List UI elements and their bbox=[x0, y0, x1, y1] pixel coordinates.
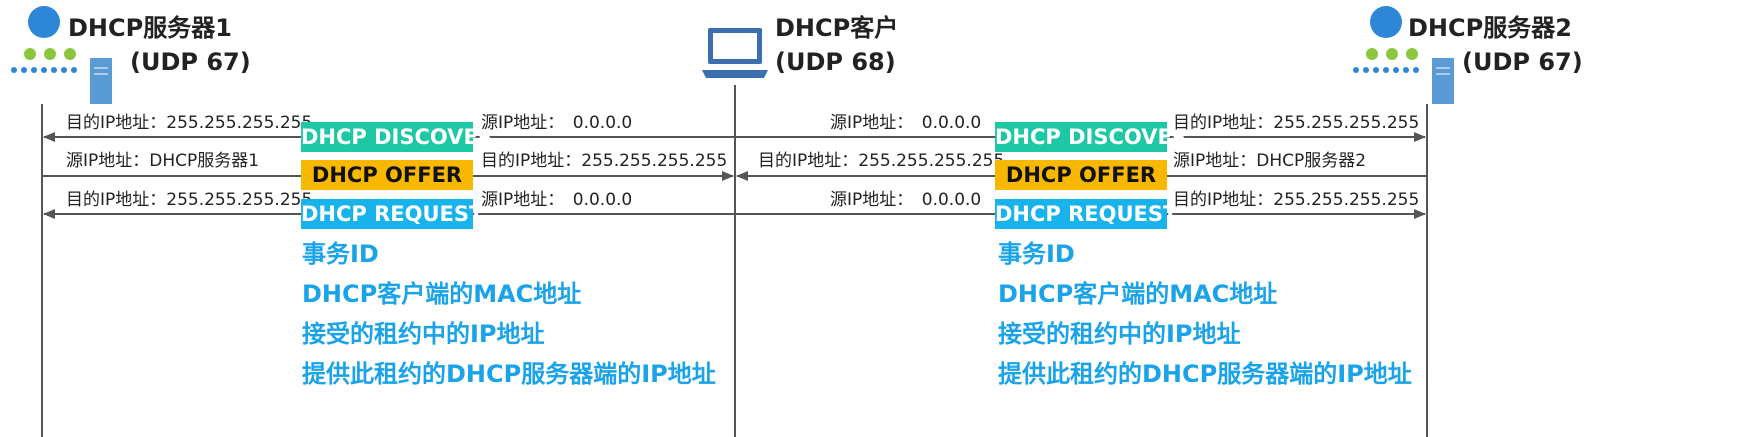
discover-box-left: DHCP DISCOVER bbox=[301, 122, 494, 152]
note-accepted-ip: 接受的租约中的IP地址 bbox=[998, 320, 1241, 348]
request-contents-right: 事务ID DHCP客户端的MAC地址 接受的租约中的IP地址 提供此租约的DHC… bbox=[998, 234, 1412, 394]
offer-box-right: DHCP OFFER bbox=[995, 160, 1167, 190]
server1-name: DHCP服务器1 bbox=[68, 14, 232, 42]
offer-left-dest: 目的IP地址：255.255.255.255 bbox=[481, 151, 728, 171]
note-client-mac: DHCP客户端的MAC地址 bbox=[998, 280, 1278, 308]
server2-name: DHCP服务器2 bbox=[1408, 14, 1572, 42]
note-transaction-id: 事务ID bbox=[998, 240, 1075, 268]
request-contents-left: 事务ID DHCP客户端的MAC地址 接受的租约中的IP地址 提供此租约的DHC… bbox=[302, 234, 716, 394]
discover-right-dest: 目的IP地址：255.255.255.255 bbox=[1173, 113, 1420, 133]
offer-right-dest: 目的IP地址：255.255.255.255 bbox=[758, 151, 1005, 171]
offer-left-src: 源IP地址：DHCP服务器1 bbox=[66, 151, 260, 171]
note-accepted-ip: 接受的租约中的IP地址 bbox=[302, 320, 545, 348]
discover-box-right: DHCP DISCOVER bbox=[995, 122, 1188, 152]
note-transaction-id: 事务ID bbox=[302, 240, 379, 268]
discover-left-src: 源IP地址： 0.0.0.0 bbox=[481, 113, 633, 133]
request-left-src: 源IP地址： 0.0.0.0 bbox=[481, 190, 633, 210]
note-client-mac: DHCP客户端的MAC地址 bbox=[302, 280, 582, 308]
offer-box-left: DHCP OFFER bbox=[301, 160, 473, 190]
request-box-right: DHCP REQUEST bbox=[995, 199, 1177, 229]
server2-icon bbox=[1353, 6, 1454, 104]
client-name: DHCP客户 bbox=[775, 14, 899, 42]
offer-right-src: 源IP地址：DHCP服务器2 bbox=[1173, 151, 1367, 171]
discover-left-dest: 目的IP地址：255.255.255.255 bbox=[66, 113, 313, 133]
server1-port: (UDP 67) bbox=[130, 48, 251, 76]
request-box-left: DHCP REQUEST bbox=[301, 199, 483, 229]
request-right-src: 源IP地址： 0.0.0.0 bbox=[830, 190, 982, 210]
server1-icon bbox=[11, 6, 112, 104]
note-server-ip: 提供此租约的DHCP服务器端的IP地址 bbox=[302, 360, 716, 388]
server2-port: (UDP 67) bbox=[1462, 48, 1583, 76]
request-left-dest: 目的IP地址：255.255.255.255 bbox=[66, 190, 313, 210]
client-port: (UDP 68) bbox=[775, 48, 896, 76]
discover-right-src: 源IP地址： 0.0.0.0 bbox=[830, 113, 982, 133]
laptop-icon bbox=[702, 28, 768, 78]
request-right-dest: 目的IP地址：255.255.255.255 bbox=[1173, 190, 1420, 210]
note-server-ip: 提供此租约的DHCP服务器端的IP地址 bbox=[998, 360, 1412, 388]
